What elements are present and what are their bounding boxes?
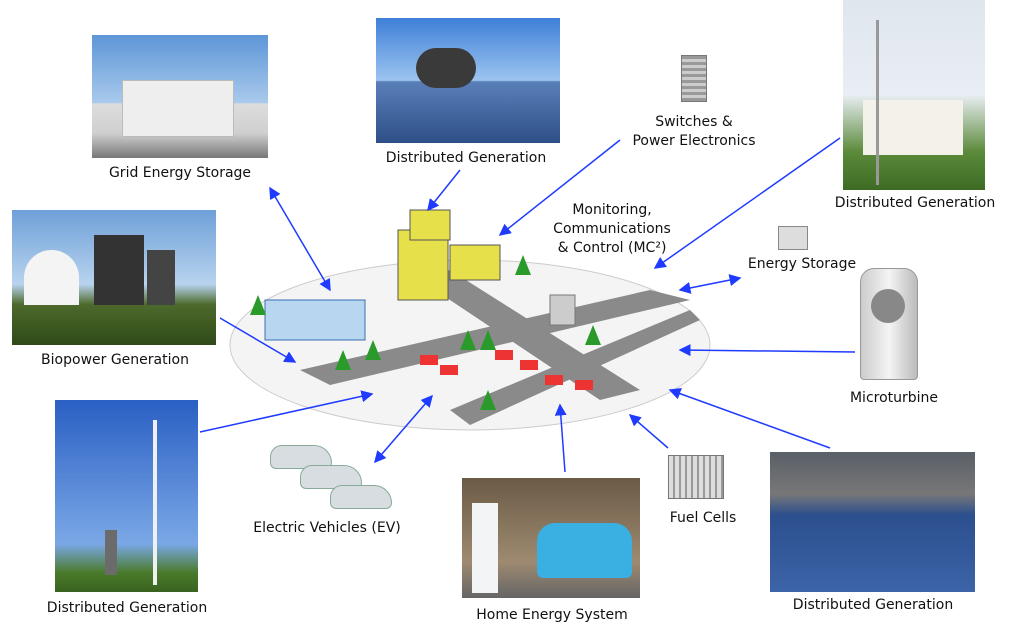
arrow [628, 414, 669, 449]
distributed-generation-wind-city-photo [55, 400, 198, 592]
label-switches: Switches &Power Electronics [632, 114, 756, 149]
arrow [678, 274, 742, 294]
arrow [199, 390, 374, 433]
biopower-generation-photo [12, 210, 216, 345]
yellow-buildings [397, 209, 501, 301]
label-electric-vehicles: Electric Vehicles (EV) [253, 520, 401, 536]
distributed-generation-solar-carport-photo [770, 452, 975, 592]
label-distributed-generation-top-right: Distributed Generation [834, 195, 996, 211]
distributed-generation-wind-house-photo [843, 0, 985, 190]
microturbine-icon [860, 268, 918, 380]
arrow [219, 317, 297, 363]
arrow [269, 186, 331, 292]
label-distributed-generation-top: Distributed Generation [385, 150, 547, 166]
fuel-cells-icon [668, 455, 724, 499]
label-distributed-generation-bottom-left: Distributed Generation [46, 600, 208, 616]
label-biopower-generation: Biopower Generation [41, 352, 189, 368]
distributed-generation-solar-roof-photo [376, 18, 560, 143]
electric-vehicles-icon [270, 440, 410, 510]
switches-power-electronics-icon [681, 55, 707, 102]
label-distributed-generation-bottom-right: Distributed Generation [792, 597, 954, 613]
label-energy-storage: Energy Storage [747, 256, 857, 272]
energy-storage-icon [778, 226, 808, 250]
road [300, 290, 690, 385]
arrow [427, 169, 461, 212]
grid-energy-storage-photo [92, 35, 268, 158]
label-home-energy-system: Home Energy System [476, 607, 628, 623]
houses [420, 350, 593, 390]
arrow [554, 403, 567, 473]
label-monitoring-communications-control: Monitoring,Communications& Control (MC²) [553, 202, 671, 256]
road [450, 310, 700, 425]
home-energy-system-photo [462, 478, 640, 598]
arrow [668, 387, 831, 449]
arrow [498, 139, 621, 236]
arrow [653, 137, 841, 269]
label-microturbine: Microturbine [849, 390, 939, 406]
trees [250, 255, 601, 410]
power-plant [264, 299, 366, 341]
arrow [678, 344, 856, 357]
label-fuel-cells: Fuel Cells [669, 510, 737, 526]
label-grid-energy-storage: Grid Energy Storage [108, 165, 252, 181]
arrow [374, 394, 433, 464]
monitoring-station [549, 294, 576, 326]
